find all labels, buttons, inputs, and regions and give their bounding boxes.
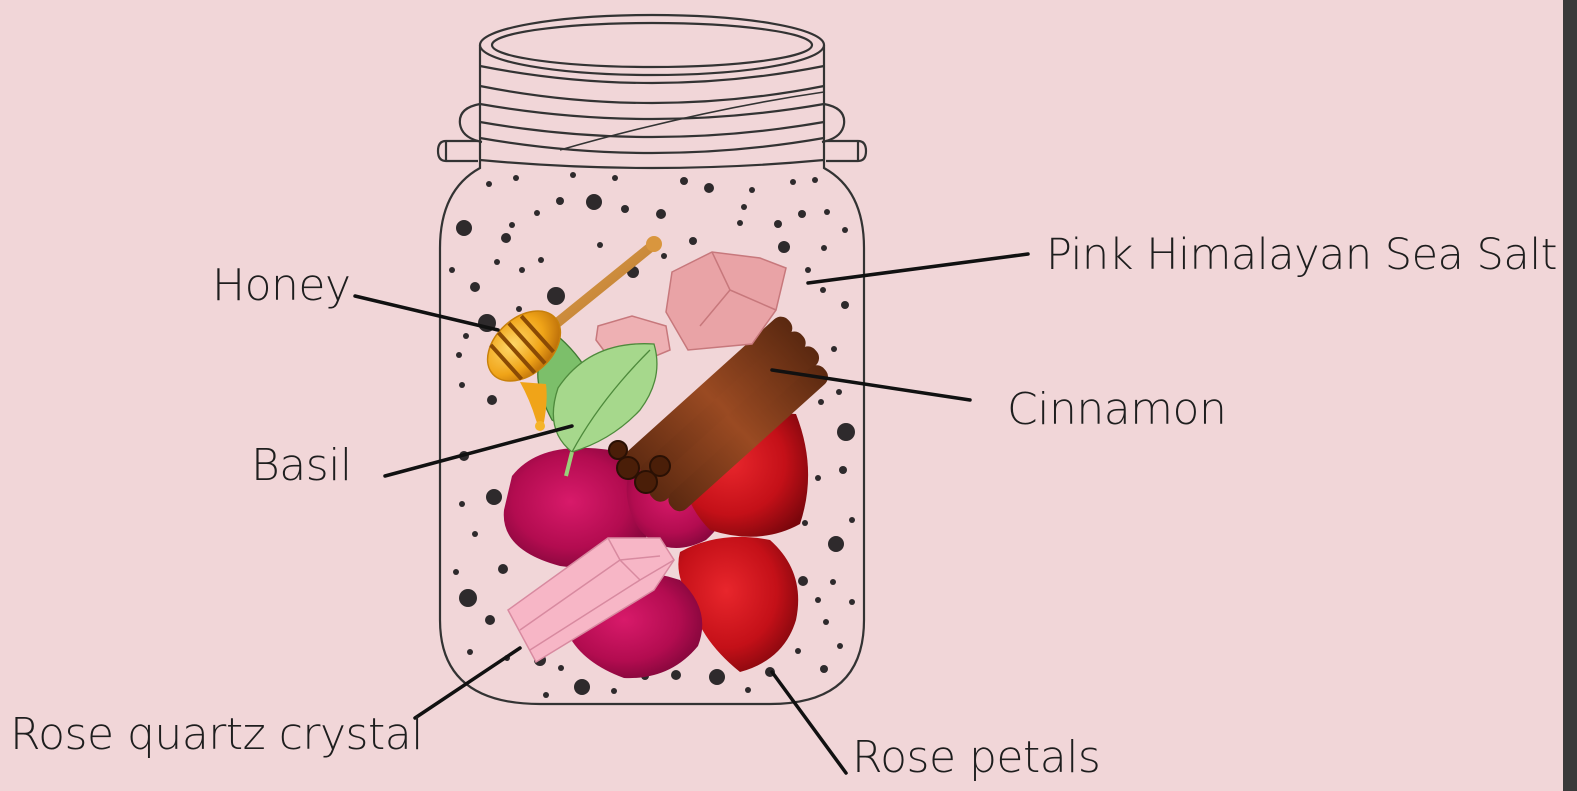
- honey-leader: [355, 296, 498, 330]
- rose-quartz-crystal-label: Rose quartz crystal: [10, 713, 423, 757]
- rose-petals-label: Rose petals: [852, 736, 1100, 780]
- pink-himalayan-sea-salt-label: Pink Himalayan Sea Salt: [1046, 234, 1557, 277]
- honey-label: Honey: [212, 264, 351, 308]
- cinnamon-label: Cinnamon: [1007, 388, 1226, 432]
- pink-salt-leader: [808, 254, 1028, 283]
- right-edge-bar: [1563, 0, 1577, 791]
- rose-quartz-leader: [415, 648, 520, 718]
- basil-label: Basil: [251, 444, 352, 488]
